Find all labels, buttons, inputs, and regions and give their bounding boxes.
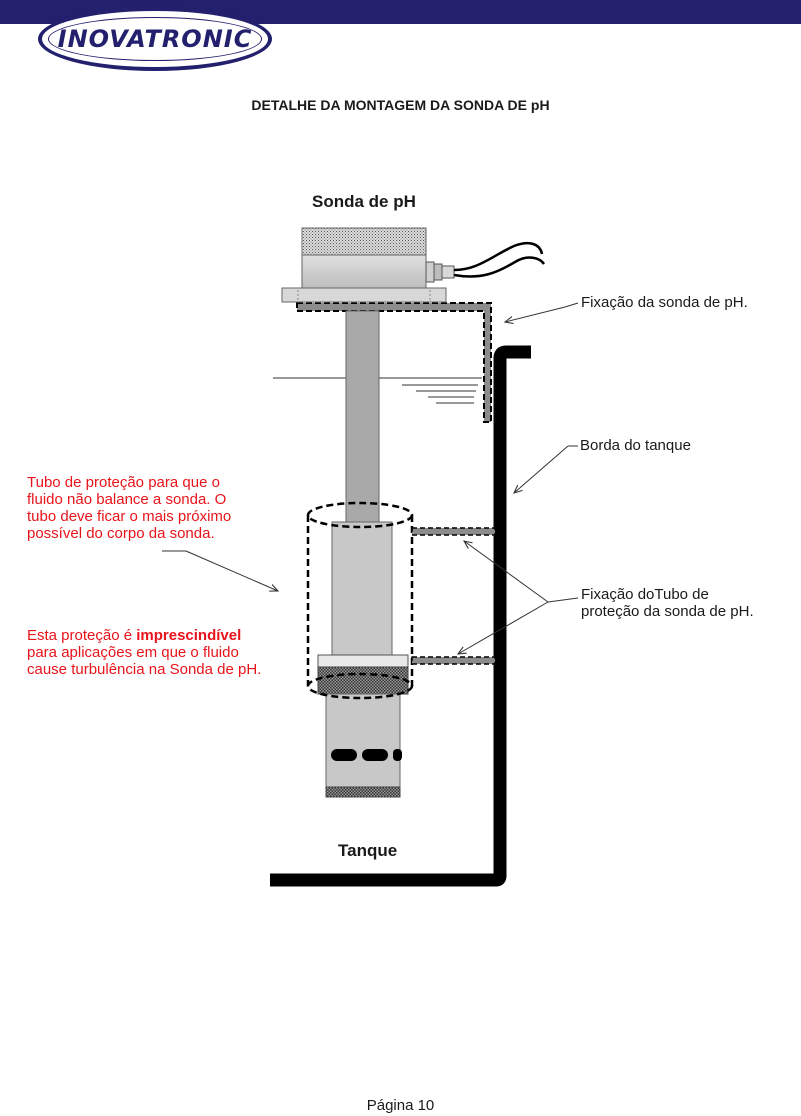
tank-label: Tanque	[338, 841, 398, 860]
probe-label: Sonda de pH	[312, 192, 416, 211]
page-number: Página 10	[366, 1097, 435, 1114]
protection-note-line: para aplicações em que o fluido	[27, 644, 239, 661]
probe-housing	[281, 227, 447, 303]
logo-text: INOVATRONIC	[57, 25, 253, 53]
protection-note-prefix: Esta proteção é	[27, 627, 137, 644]
logo-inner-ring	[48, 17, 262, 61]
protection-tube	[306, 501, 414, 700]
tube-fixing-callout-line1: Fixação doTubo de	[581, 586, 709, 603]
tank-wall	[270, 345, 531, 887]
page-title: DETALHE DA MONTAGEM DA SONDA DE pH	[251, 97, 550, 113]
protection-note-emphasis: imprescindível	[136, 627, 242, 644]
inovatronic-logo: INOVATRONIC	[38, 7, 272, 71]
protection-note-line: Esta proteção é imprescindível	[27, 627, 261, 644]
probe-bracket	[296, 302, 492, 423]
tube-note-line: Tubo de proteção para que o	[27, 474, 220, 491]
probe-shaft	[317, 310, 409, 798]
tube-fixing-callout-line2: proteção da sonda de pH.	[581, 603, 754, 620]
tube-note-line: possível do corpo da sonda.	[27, 525, 215, 542]
callout-leaders	[162, 302, 579, 654]
protection-note-line: cause turbulência na Sonda de pH.	[27, 661, 262, 678]
tube-fixing-bars	[411, 527, 496, 665]
tube-note-line: fluido não balance a sonda. O	[27, 491, 227, 508]
probe-fixing-callout: Fixação da sonda de pH.	[581, 294, 748, 311]
protection-note: Esta proteção é imprescindível para apli…	[27, 627, 261, 678]
tank-edge-callout: Borda do tanque	[580, 437, 691, 454]
tube-note: Tubo de proteção para que o fluido não b…	[27, 474, 231, 542]
cable-connector	[425, 242, 546, 283]
tube-note-line: tubo deve ficar o mais próximo	[27, 508, 232, 525]
